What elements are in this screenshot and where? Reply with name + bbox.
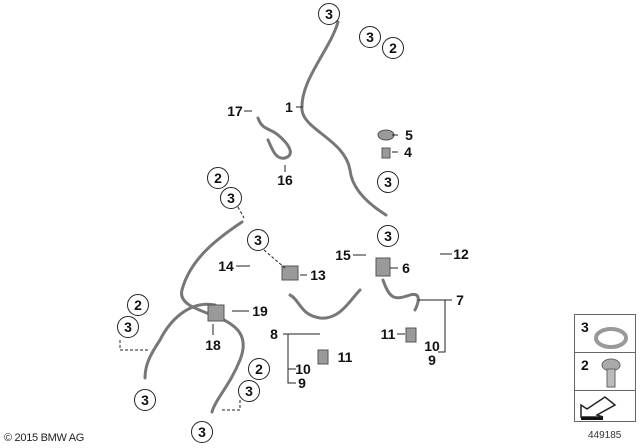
callout-circled[interactable]: 3 bbox=[359, 26, 381, 48]
legend-item-navigation[interactable] bbox=[574, 390, 636, 422]
callout[interactable]: 5 bbox=[405, 127, 413, 143]
cap-5 bbox=[377, 129, 395, 141]
distributor-6 bbox=[375, 257, 391, 277]
callout-circled[interactable]: 3 bbox=[191, 421, 213, 443]
callout[interactable]: 10 bbox=[424, 338, 440, 354]
diagram-number: 449185 bbox=[588, 430, 622, 441]
callout[interactable]: 12 bbox=[453, 246, 469, 262]
callout-circled[interactable]: 3 bbox=[377, 225, 399, 247]
callout[interactable]: 4 bbox=[404, 144, 412, 160]
brake-line-7 bbox=[381, 278, 420, 312]
brake-line-front-right bbox=[143, 302, 217, 380]
callout[interactable]: 13 bbox=[310, 267, 326, 283]
navigation-arrow-icon bbox=[580, 396, 617, 420]
bracket-13 bbox=[281, 265, 299, 281]
banjo-bolt-icon bbox=[601, 358, 621, 388]
callout-circled[interactable]: 3 bbox=[377, 171, 399, 193]
callout-circled[interactable]: 2 bbox=[382, 37, 404, 59]
brake-line-1 bbox=[300, 20, 388, 217]
valve-4 bbox=[381, 147, 391, 159]
callout[interactable]: 10 bbox=[295, 361, 311, 377]
callout[interactable]: 7 bbox=[456, 292, 464, 308]
callout[interactable]: 8 bbox=[270, 326, 278, 342]
callout[interactable]: 11 bbox=[380, 326, 396, 342]
callout[interactable]: 18 bbox=[205, 337, 221, 353]
callout-circled[interactable]: 3 bbox=[134, 389, 156, 411]
legend-item-banjo-bolt[interactable]: 2 bbox=[574, 352, 636, 392]
callout[interactable]: 17 bbox=[227, 103, 243, 119]
bleeder-11a bbox=[317, 349, 329, 365]
callout-circled[interactable]: 3 bbox=[220, 187, 242, 209]
seal-ring-icon bbox=[594, 327, 628, 349]
callout[interactable]: 9 bbox=[428, 352, 436, 368]
callout[interactable]: 6 bbox=[402, 260, 410, 276]
callout[interactable]: 1 bbox=[285, 99, 293, 115]
callout-circled[interactable]: 3 bbox=[318, 3, 340, 25]
callout-circled[interactable]: 3 bbox=[247, 229, 269, 251]
callout[interactable]: 19 bbox=[252, 303, 268, 319]
callout-circled[interactable]: 2 bbox=[127, 294, 149, 316]
callout-circled[interactable]: 2 bbox=[248, 358, 270, 380]
callout[interactable]: 15 bbox=[335, 247, 351, 263]
copyright: © 2015 BMW AG bbox=[4, 432, 85, 444]
callout-circled[interactable]: 3 bbox=[117, 316, 139, 338]
callout-circled[interactable]: 2 bbox=[207, 167, 229, 189]
legend-number: 3 bbox=[581, 319, 589, 335]
legend-item-seal-ring[interactable]: 3 bbox=[574, 314, 636, 354]
callout-circled[interactable]: 3 bbox=[238, 380, 260, 402]
callout[interactable]: 9 bbox=[298, 375, 306, 391]
callout[interactable]: 14 bbox=[218, 258, 234, 274]
callout[interactable]: 11 bbox=[337, 349, 353, 365]
legend-number: 2 bbox=[581, 357, 589, 373]
bleeder-11b bbox=[405, 327, 417, 343]
brake-line-8 bbox=[288, 288, 362, 320]
brake-line-16 bbox=[256, 116, 292, 160]
callout[interactable]: 16 bbox=[277, 172, 293, 188]
bracket-18 bbox=[207, 304, 225, 322]
